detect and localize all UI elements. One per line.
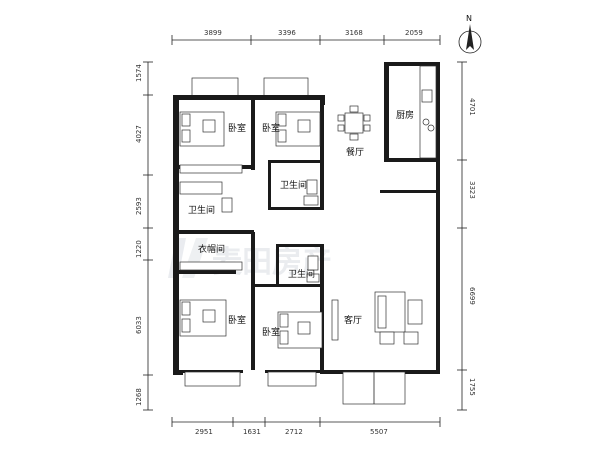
room-bath-lower: 卫生间: [288, 268, 315, 280]
dim-bottom-2: 1631: [243, 428, 261, 436]
dim-left-2: 4027: [135, 125, 143, 143]
dim-right-4: 1755: [468, 378, 476, 396]
dim-top-3: 3168: [345, 29, 363, 37]
north-arrow-icon: N: [458, 14, 482, 54]
dim-right-1: 4701: [468, 98, 476, 116]
sofa-set-icon: [374, 291, 423, 345]
dim-right-3: 6699: [468, 287, 476, 305]
dimension-lines: [143, 35, 467, 427]
dimension-labels-top: 3899 3396 3168 2059: [204, 29, 423, 37]
room-kitchen: 厨房: [396, 109, 414, 121]
kitchen-counter-icon: [419, 65, 437, 159]
dim-bottom-4: 5507: [370, 428, 388, 436]
dim-left-4: 1220: [135, 240, 143, 258]
dim-left-1: 1574: [135, 64, 143, 82]
bed-bottom-mid-icon: [277, 311, 323, 349]
bed-top-mid-icon: [275, 111, 321, 147]
dim-top-1: 3899: [204, 29, 222, 37]
tv-cabinet-icon: [331, 299, 339, 341]
dim-top-2: 3396: [278, 29, 296, 37]
dim-right-2: 3323: [468, 181, 476, 199]
room-bath-center: 卫生间: [280, 179, 307, 191]
room-labels: 卧室 卧室 餐厅 厨房 卫生间 卫生间 衣帽间 卫生间 卧室 卧室 客厅: [188, 109, 414, 338]
room-bedroom-bottom-left: 卧室: [228, 314, 246, 326]
dimension-labels-bottom: 2951 1631 2712 5507: [195, 428, 388, 436]
dim-bottom-1: 2951: [195, 428, 213, 436]
room-closet: 衣帽间: [198, 243, 225, 255]
walls: [173, 62, 440, 405]
bath-left-fixtures-icon: [179, 181, 233, 213]
wardrobe-closet-icon: [179, 261, 243, 271]
bath-center-fixtures-icon: [303, 179, 319, 206]
furniture: [179, 65, 437, 349]
room-living: 客厅: [344, 314, 362, 326]
dining-table-icon: [337, 105, 371, 141]
dim-left-6: 1268: [135, 388, 143, 406]
dimension-labels-right: 4701 3323 6699 1755: [468, 98, 476, 396]
room-bedroom-top-mid: 卧室: [262, 122, 280, 134]
dim-left-3: 2593: [135, 197, 143, 215]
room-dining: 餐厅: [346, 146, 364, 158]
room-bedroom-bottom-mid: 卧室: [262, 326, 280, 338]
dim-bottom-3: 2712: [285, 428, 303, 436]
bath-lower-fixtures-icon: [306, 255, 320, 283]
room-bedroom-top-left: 卧室: [228, 122, 246, 134]
dimension-labels-left: 1574 4027 2593 1220 6033 1268: [135, 64, 143, 406]
dim-left-5: 6033: [135, 316, 143, 334]
bed-bottom-left-icon: [179, 299, 227, 337]
wardrobe-top-icon: [179, 164, 243, 174]
dim-top-4: 2059: [405, 29, 423, 37]
bed-top-left-icon: [179, 111, 225, 147]
room-bath-left: 卫生间: [188, 204, 215, 216]
compass-label: N: [466, 14, 472, 23]
